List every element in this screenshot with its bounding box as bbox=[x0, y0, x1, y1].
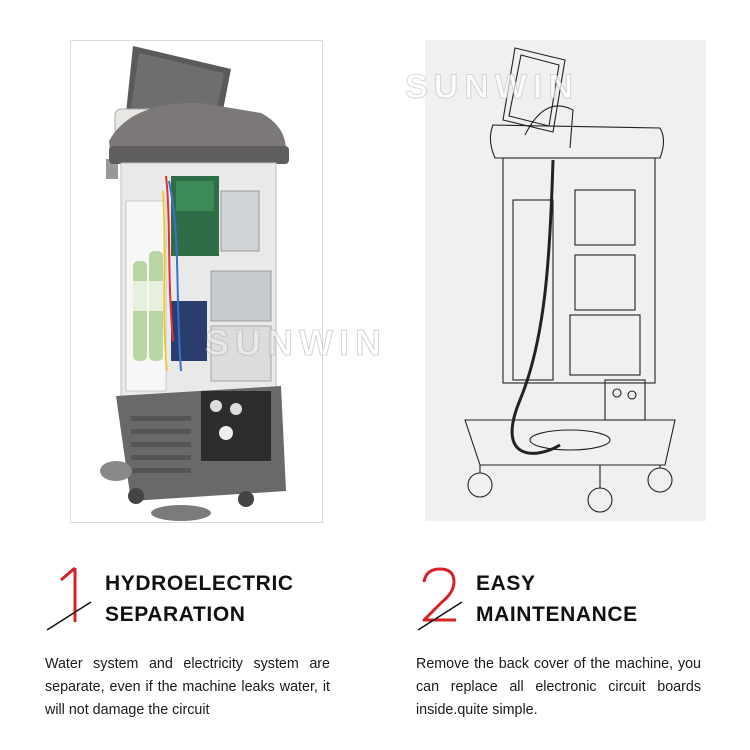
machine-sketch-icon bbox=[464, 47, 676, 513]
feature-title: HYDROELECTRIC SEPARATION bbox=[105, 568, 294, 630]
feature-title-line1: HYDROELECTRIC bbox=[105, 572, 294, 595]
machine-sketch bbox=[425, 40, 706, 521]
number-two-icon bbox=[416, 566, 466, 632]
feature-title: EASY MAINTENANCE bbox=[476, 568, 638, 630]
feature-description: Remove the back cover of the machine, yo… bbox=[416, 656, 701, 718]
number-one-icon bbox=[45, 566, 95, 632]
machine-photo bbox=[70, 40, 323, 523]
machine-photo-icon bbox=[100, 46, 289, 521]
feature-description: Water system and electricity system are … bbox=[45, 656, 330, 718]
feature-title-line1: EASY bbox=[476, 572, 536, 595]
feature-title-line2: SEPARATION bbox=[105, 603, 246, 626]
feature-title-line2: MAINTENANCE bbox=[476, 603, 638, 626]
